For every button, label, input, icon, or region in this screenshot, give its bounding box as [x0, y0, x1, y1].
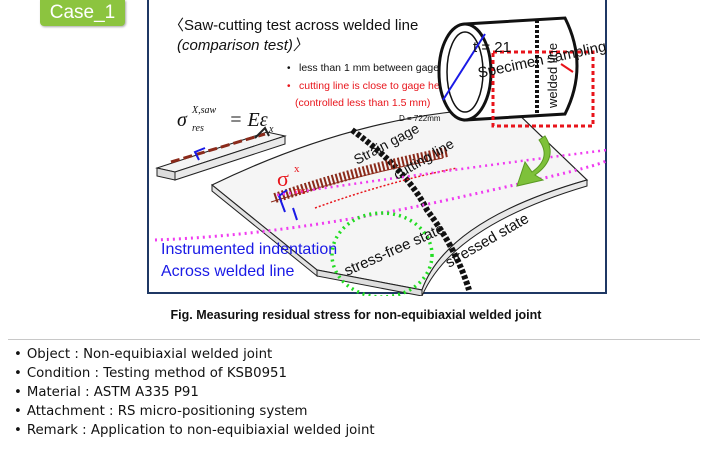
sigma-symbol: σ [277, 166, 289, 191]
magenta-dotted-line-1 [154, 158, 607, 242]
formula-rhs-subscript: x [268, 124, 274, 135]
bullet-2-marker: • [287, 81, 291, 92]
diameter-label: D = 722mm [399, 114, 441, 123]
residual-stress-formula: σ X,saw res = Eε x [177, 105, 274, 135]
welded-plate [210, 107, 589, 296]
case-badge: Case_1 [40, 0, 125, 26]
bullet-2-note: (controlled less than 1.5 mm) [295, 97, 430, 109]
figure-caption: Fig. Measuring residual stress for non-e… [170, 308, 542, 322]
info-item-condition: Condition : Testing method of KSB0951 [14, 364, 375, 383]
title-line-1: 〈Saw-cutting test across welded line [169, 17, 418, 34]
sigma-res-x-label: σ x res [277, 163, 306, 197]
info-item-remark: Remark : Application to non-equibiaxial … [14, 421, 375, 440]
bullet-2-text: cutting line is close to gage head [299, 80, 452, 92]
sigma-subscript: res [294, 186, 306, 197]
formula-superscript: X,saw [191, 105, 217, 116]
formula-sigma: σ [177, 109, 188, 131]
info-item-object: Object : Non-equibiaxial welded joint [14, 345, 375, 364]
welded-line-label: welded line [545, 43, 560, 109]
pipe-specimen [437, 16, 595, 128]
title-line-2: (comparison test)〉 [177, 37, 308, 54]
info-item-material: Material : ASTM A335 P91 [14, 383, 375, 402]
residual-stress-diagram: 〈Saw-cutting test across welded line (co… [154, 16, 607, 296]
magenta-dotted-line-2 [276, 148, 607, 197]
stress-free-region-marker [330, 211, 434, 296]
sigma-superscript: x [294, 163, 300, 175]
indentation-label-1: Instrumented indentation [161, 241, 337, 258]
bullet-1-text: less than 1 mm between gages [299, 62, 444, 74]
info-item-attachment: Attachment : RS micro-positioning system [14, 402, 375, 421]
bullet-1-marker: • [287, 63, 291, 74]
indentation-label-2: Across welded line [161, 263, 295, 280]
formula-subscript: res [192, 123, 204, 134]
saw-bar-specimen [155, 126, 287, 181]
formula-rhs: = Eε [229, 109, 268, 131]
thickness-label: t = 21 [473, 39, 511, 56]
section-divider [8, 339, 700, 340]
green-arrow [516, 135, 551, 187]
info-list: Object : Non-equibiaxial welded joint Co… [14, 345, 375, 440]
